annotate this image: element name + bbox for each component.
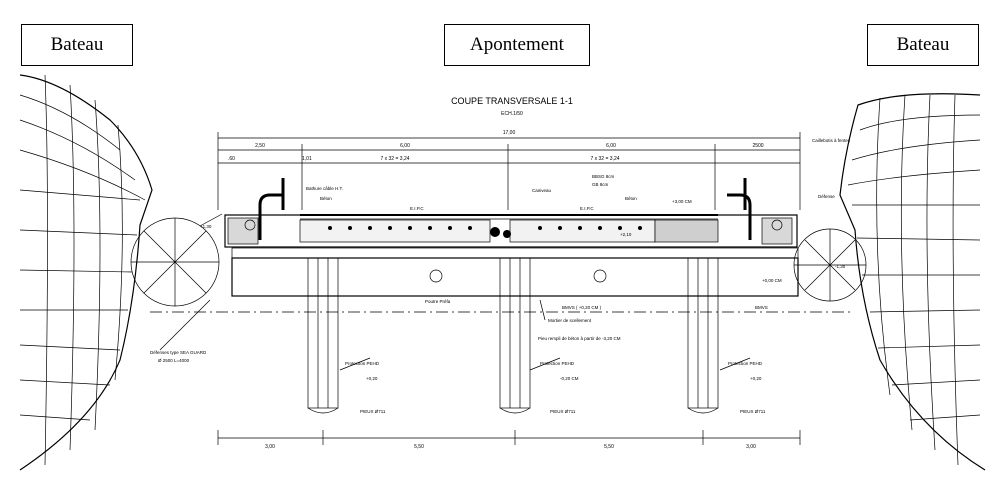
dim-bottom-2: 5,50	[414, 444, 424, 450]
pile-cap-beam	[231, 247, 799, 297]
cote-right-note: +0,00 CM	[762, 278, 782, 283]
right-ship-hull	[839, 93, 986, 471]
bbsg-note: BBSG 8cm	[592, 174, 615, 179]
beton-left-note: Béton	[320, 196, 332, 201]
caillebotis-note: Caillebotis à fentes	[812, 138, 851, 143]
defenses-left-dim: Ø 2500 L=4000	[158, 358, 190, 363]
level-3-note: +0,20	[750, 376, 762, 381]
dim-top-3: 6,00	[606, 143, 616, 149]
dim-sub-1: .60	[228, 156, 235, 162]
defense-right-note: Défense	[818, 194, 835, 199]
pile-center	[499, 257, 531, 414]
bateau-right-label: Bateau	[867, 24, 979, 66]
dim-top-1: 2,50	[255, 143, 265, 149]
mortier-note: Mortier de scellement	[548, 318, 592, 323]
pieux-3-note: PIEUX Ø711	[740, 409, 766, 414]
protection-3-note: Protection PEHD	[728, 361, 763, 366]
pieu-rempli-note: Pieu rempli de béton à partir de -3,20 C…	[538, 336, 621, 341]
left-ship-hull	[19, 74, 153, 471]
poutre-note: Poutre Préfa	[425, 299, 451, 304]
dim-top-2: 6,00	[400, 143, 410, 149]
deck-slab	[224, 214, 798, 248]
protection-1-note: Protection PEHD	[345, 361, 380, 366]
cote-top-note: +3,00 CM	[672, 199, 692, 204]
bathure-note: Bathure câble H.T.	[306, 186, 343, 191]
bmvs-right-note: BMVS	[755, 305, 768, 310]
dim-bottom-3: 5,50	[604, 444, 614, 450]
dim-top-4: 2500	[752, 143, 763, 149]
bateau-left-label: Bateau	[21, 24, 133, 66]
beton-right-note: Béton	[625, 196, 637, 201]
dim-bottom-4: 3,00	[746, 444, 756, 450]
apontement-label: Apontement	[444, 24, 590, 66]
bmvs-note: BMVS ( +0,20 CM )	[562, 305, 602, 310]
cote-left-fender: +1,30	[200, 224, 212, 229]
ep-left-note: E.I.P.C	[410, 206, 424, 211]
cote-right-fender: -1,30	[835, 264, 846, 269]
ep-right-note: E.I.P.C	[580, 206, 594, 211]
dim-bottom-1: 3,00	[265, 444, 275, 450]
pieux-2-note: PIEUX Ø711	[550, 409, 576, 414]
protection-2-note: Protection PEHD	[540, 361, 575, 366]
drawing-scale: ECH.1/50	[501, 111, 523, 117]
cote-mid-note: +2,10	[620, 232, 632, 237]
pile-right	[687, 257, 719, 414]
rebar-right-dim: 7 x 32 = 3,24	[590, 156, 619, 162]
rebar-left-dim: 7 x 32 = 3,24	[380, 156, 409, 162]
left-fender	[130, 213, 223, 307]
level-2-note: -0,20 CM	[560, 376, 579, 381]
defenses-left-note: Défenses type SEA GUARD	[150, 350, 207, 355]
dim-sub-2: 1,01	[302, 156, 312, 162]
overall-width-dim: 17,00	[503, 130, 516, 136]
drawing-title: COUPE TRANSVERSALE 1-1	[451, 96, 573, 106]
gb-note: GB 8cm	[592, 182, 609, 187]
pile-left	[307, 257, 339, 414]
level-1-note: +0,20	[366, 376, 378, 381]
rebar-dots	[328, 226, 642, 238]
pieux-1-note: PIEUX Ø711	[360, 409, 386, 414]
caniveau-note: Caniveau	[532, 188, 552, 193]
right-fender	[793, 228, 867, 302]
